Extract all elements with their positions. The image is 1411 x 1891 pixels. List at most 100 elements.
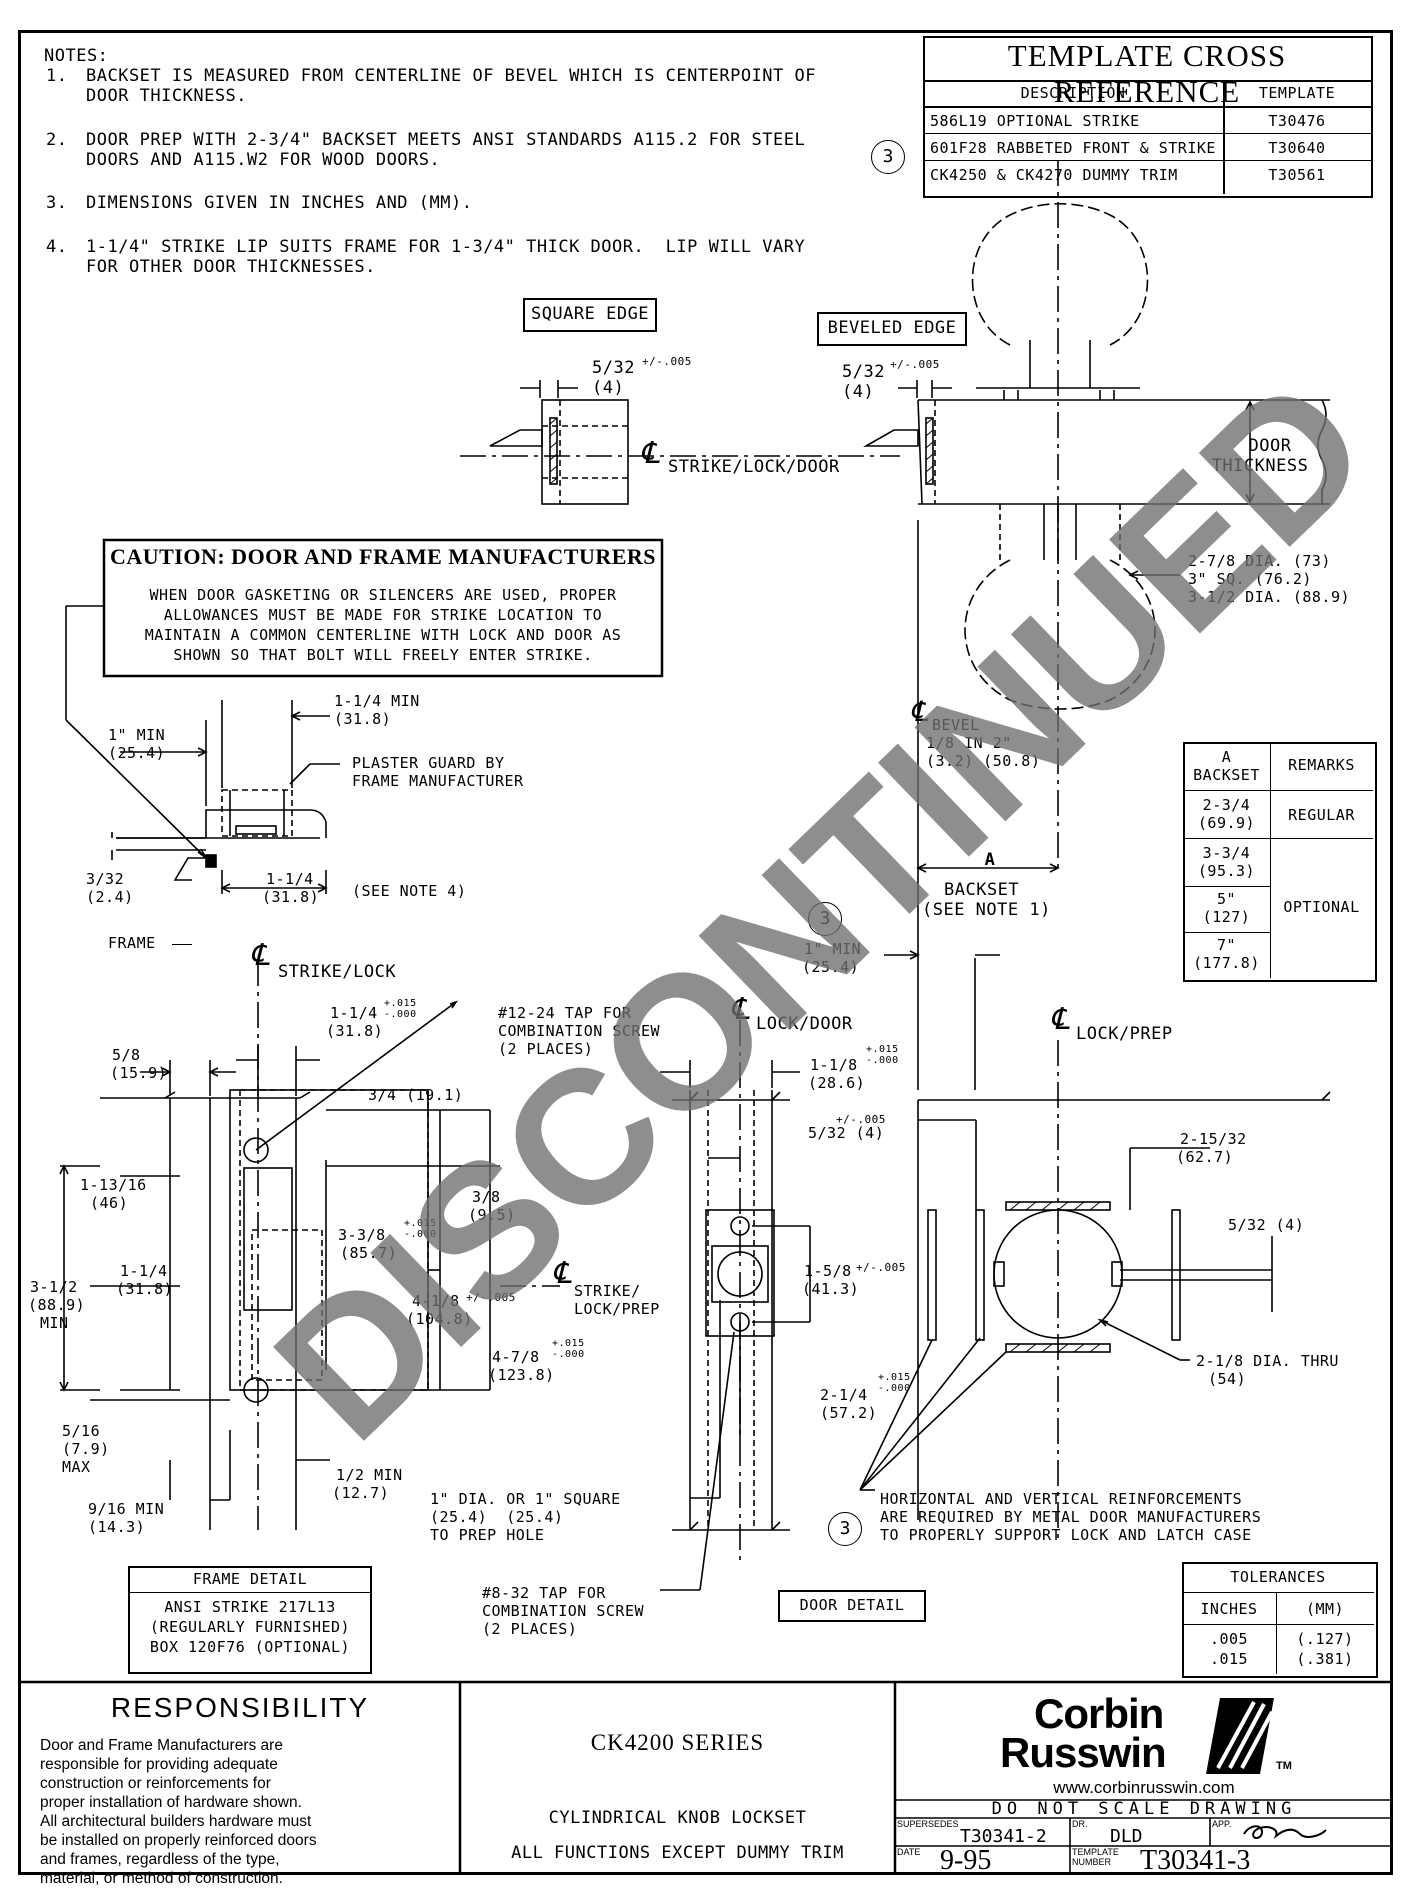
fd-dim-5-8-mm: (15.9) <box>110 1064 168 1082</box>
note-2-line-1: DOOR PREP WITH 2-3/4" BACKSET MEETS ANSI… <box>86 130 806 150</box>
backset-table-header-backset: BACKSET <box>1193 766 1260 784</box>
tolerances-cell: (.381) <box>1296 1650 1354 1668</box>
knob-dim-1: 2-7/8 DIA. (73) <box>1188 552 1331 570</box>
lock-door-centerline-label: LOCK/DOOR <box>756 1014 853 1034</box>
de-tol-1-5-8: +/-.005 <box>856 1261 906 1274</box>
square-edge-label: SQUARE EDGE <box>530 304 650 324</box>
fd-tol-3-3-8: +.015 -.000 <box>404 1218 437 1240</box>
reinforcement-note-2: ARE REQUIRED BY METAL DOOR MANUFACTURERS <box>880 1508 1262 1526</box>
beveled-edge-label-box: BEVELED EDGE <box>817 312 967 346</box>
fd-dim-3-1-2: 3-1/2 <box>30 1278 78 1296</box>
drawing-border <box>18 30 1393 1875</box>
knob-outline <box>964 203 1156 710</box>
caution-line-3: MAINTAIN A COMMON CENTERLINE WITH LOCK A… <box>144 626 622 644</box>
de-dim-1-1-8: 1-1/8 <box>810 1056 858 1074</box>
plaster-guard-label-1: PLASTER GUARD BY <box>352 754 505 772</box>
reinforcement-note-3: TO PROPERLY SUPPORT LOCK AND LATCH CASE <box>880 1526 1252 1544</box>
de-dim-2-1-4: 2-1/4 <box>820 1386 868 1404</box>
fd-dim-5-16-mm: (7.9) <box>62 1440 110 1458</box>
prep-hole-label-3: TO PREP HOLE <box>430 1526 545 1544</box>
frame-min-1: 1" MIN <box>108 726 166 744</box>
fd-dim-4-1-8-mm: (104.8) <box>406 1310 473 1328</box>
logo-word-corbin: Corbin <box>1034 1690 1164 1737</box>
tolerances-cell: .015 <box>1209 1650 1249 1668</box>
brand-url: www.corbinrusswin.com <box>1053 1778 1235 1797</box>
fd-dim-3-3-8: 3-3/8 <box>338 1226 386 1244</box>
beveled-edge-section <box>862 340 1330 560</box>
cross-reference-row-template: T30561 <box>1268 166 1326 184</box>
strike-lock-prep-centerline-label-2: LOCK/PREP <box>574 1300 660 1318</box>
centerline-symbol: ℄ <box>730 992 750 1027</box>
frame-detail-title: FRAME DETAIL <box>192 1570 308 1588</box>
fd-tap-label-3: (2 PLACES) <box>498 1040 594 1058</box>
note-3-line-1: DIMENSIONS GIVEN IN INCHES AND (MM). <box>86 193 473 213</box>
frame-leader <box>172 944 192 945</box>
lock-prep-centerline-label: LOCK/PREP <box>1076 1024 1173 1044</box>
reinforcement-note-1: HORIZONTAL AND VERTICAL REINFORCEMENTS <box>880 1490 1243 1508</box>
de-tol-5-32: +/-.005 <box>836 1113 886 1126</box>
approval-signature <box>1243 1825 1327 1840</box>
fd-dim-5-16-max: MAX <box>62 1458 91 1476</box>
centerline-symbol: ℄ <box>640 436 660 471</box>
note-3-marker-circle: 3 <box>871 140 905 174</box>
backset-table-cell: 3-3/4 <box>1202 844 1251 862</box>
note-4-number: 4. <box>46 237 68 257</box>
fd-dim-4-7-8: 4-7/8 <box>492 1348 540 1366</box>
caution-title: CAUTION: DOOR AND FRAME MANUFACTURERS <box>109 544 657 569</box>
backset-table-header-remarks: REMARKS <box>1288 756 1355 774</box>
df-dim-2-1-8: 2-1/8 DIA. THRU <box>1196 1352 1339 1370</box>
date-label: DATE <box>897 1847 921 1857</box>
fd-tol-4-7-8: +.015 -.000 <box>552 1338 585 1360</box>
frame-detail-line-1: ANSI STRIKE 217L13 <box>164 1598 336 1616</box>
de-dim-2-1-4-mm: (57.2) <box>820 1404 878 1422</box>
strike-lock-centerline-label: STRIKE/LOCK <box>278 962 397 982</box>
frame-min-1-1-4-mm: (31.8) <box>334 710 392 728</box>
backset-min-1: 1" MIN <box>804 940 862 958</box>
de-tap-label-1: #8-32 TAP FOR <box>482 1584 606 1602</box>
caution-line-1: WHEN DOOR GASKETING OR SILENCERS ARE USE… <box>149 586 617 604</box>
backset-label: BACKSET <box>944 880 1020 900</box>
df-dim-2-15-32: 2-15/32 <box>1180 1130 1247 1148</box>
fd-dim-1-13-16-mm: (46) <box>90 1194 129 1212</box>
frame-detail-line-2: (REGULARLY FURNISHED) <box>149 1618 351 1636</box>
fd-dim-9-16-mm: (14.3) <box>88 1518 146 1536</box>
mm-4-beveled: (4) <box>842 382 875 402</box>
fd-dim-1-1-4-b-mm: (31.8) <box>116 1280 174 1298</box>
fd-dim-5-16: 5/16 <box>62 1422 101 1440</box>
fd-dim-5-8: 5/8 <box>112 1046 141 1064</box>
tolerances-cell: .005 <box>1209 1630 1249 1648</box>
cross-reference-row-desc: 601F28 RABBETED FRONT & STRIKE <box>930 139 1216 157</box>
note-4-line-1: 1-1/4" STRIKE LIP SUITS FRAME FOR 1-3/4"… <box>86 237 806 257</box>
df-dim-2-1-8-mm: (54) <box>1208 1370 1247 1388</box>
frame-min-1-1-4: 1-1/4 MIN <box>334 692 420 710</box>
fd-dim-3-8-mm: (9.5) <box>468 1206 516 1224</box>
responsibility-line: All architectural builders hardware must <box>40 1813 312 1830</box>
backset-min-1-mm: (25.4) <box>802 958 860 976</box>
backset-table-cell: (69.9) <box>1197 814 1256 832</box>
cross-reference-row-template: T30476 <box>1268 112 1326 130</box>
beveled-edge-label: BEVELED EDGE <box>827 318 957 338</box>
cross-reference-row-template: T30640 <box>1268 139 1326 157</box>
strike-lock-prep-centerline-label-1: STRIKE/ <box>574 1282 641 1300</box>
approved-label: APP. <box>1212 1819 1232 1829</box>
de-dim-1-5-8-mm: (41.3) <box>802 1280 860 1298</box>
fd-dim-1-1-4-mm: (31.8) <box>326 1022 384 1040</box>
responsibility-line: proper installation of hardware shown. <box>40 1794 302 1811</box>
backset-table-cell: 7" <box>1216 936 1237 954</box>
frame-dim-3-32: 3/32 <box>86 870 125 888</box>
product-description-1: CYLINDRICAL KNOB LOCKSET <box>548 1808 807 1828</box>
fd-dim-3-1-2-mm: (88.9) <box>28 1296 86 1314</box>
door-edge-drawing <box>500 1020 811 1591</box>
template-number-value: T30341-3 <box>1140 1845 1251 1876</box>
knob-dim-2: 3" SQ. (76.2) <box>1188 570 1312 588</box>
frame-min-1-mm: (25.4) <box>108 744 166 762</box>
bevel-ratio: 1/8 IN 2" <box>926 734 1012 752</box>
supersedes-value: T30341-2 <box>960 1826 1047 1847</box>
title-block-lines <box>18 1680 1393 1875</box>
tolerances-cell: (.127) <box>1296 1630 1354 1648</box>
responsibility-title: RESPONSIBILITY <box>110 1692 370 1723</box>
logo-word-russwin: Russwin <box>1000 1729 1167 1776</box>
dim-5-32-beveled: 5/32 <box>842 362 885 382</box>
de-tol-2-1-4: +.015 -.000 <box>878 1372 911 1394</box>
backset-table-cell: OPTIONAL <box>1283 898 1360 916</box>
